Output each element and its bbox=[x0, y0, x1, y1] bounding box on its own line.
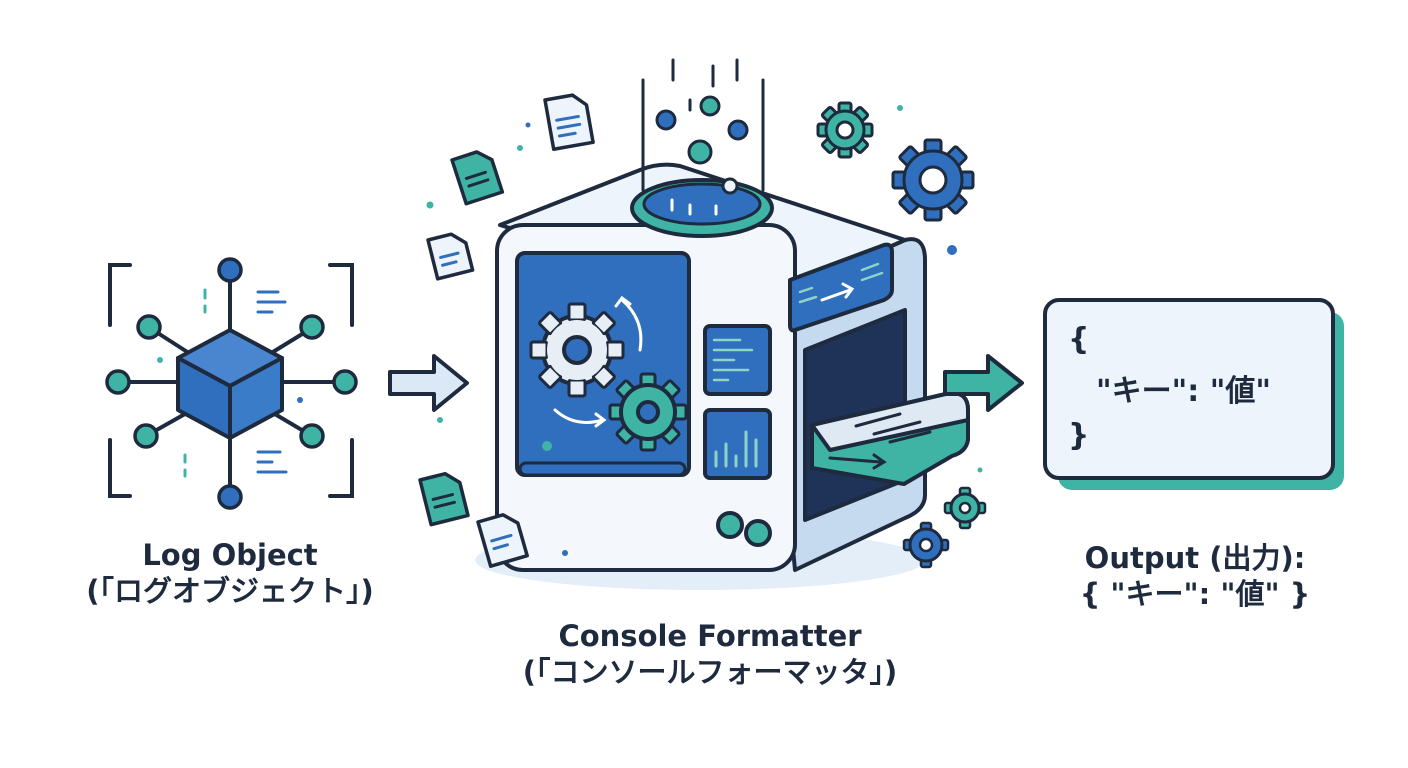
gear-icon bbox=[943, 486, 987, 530]
dot bbox=[297, 397, 303, 403]
log-object-label: Log Object (「ログオブジェクト」) bbox=[40, 537, 420, 610]
node-bottom-left bbox=[133, 423, 159, 449]
gear-icon bbox=[891, 138, 975, 222]
machine-button bbox=[744, 519, 772, 547]
node-top-left bbox=[136, 314, 162, 340]
node-bottom bbox=[217, 484, 243, 510]
formatter-title: Console Formatter bbox=[558, 619, 862, 653]
formatter-subtitle: (「コンソールフォーマッタ」) bbox=[522, 655, 898, 690]
progress-bar bbox=[518, 461, 687, 477]
gear-icon bbox=[902, 521, 950, 569]
indicator-dot bbox=[522, 441, 532, 451]
data-particle bbox=[655, 109, 677, 131]
log-object-title: Log Object bbox=[142, 538, 318, 572]
node-bottom-right bbox=[299, 423, 325, 449]
document-icon bbox=[426, 232, 475, 281]
formatter-machine-icon bbox=[475, 58, 970, 590]
sparkle-dots bbox=[426, 105, 983, 556]
dot bbox=[157, 357, 163, 363]
node-top bbox=[217, 257, 243, 283]
indicator-dot bbox=[562, 441, 572, 451]
output-box-icon bbox=[1043, 298, 1344, 490]
output-code-open-brace: { bbox=[1068, 322, 1090, 357]
node-top-right bbox=[299, 314, 325, 340]
frame-brackets bbox=[108, 263, 354, 498]
indicator-dot bbox=[542, 441, 552, 451]
arrow-right-icon bbox=[388, 354, 469, 412]
node-right bbox=[332, 369, 358, 395]
document-icon bbox=[418, 471, 470, 527]
cube-node-icon bbox=[176, 328, 284, 440]
data-particle bbox=[687, 139, 713, 165]
log-object-subtitle: (「ログオブジェクト」) bbox=[86, 574, 374, 609]
gear-icon bbox=[608, 372, 688, 452]
gear-icon bbox=[529, 302, 625, 398]
data-lines bbox=[256, 290, 288, 474]
output-subtitle: { "キー": "値" } bbox=[1079, 577, 1311, 612]
node-left bbox=[105, 369, 131, 395]
output-title: Output (出力): bbox=[1084, 541, 1306, 575]
machine-button bbox=[716, 511, 744, 539]
input-beam bbox=[641, 58, 765, 192]
document-icon bbox=[476, 513, 529, 568]
rotate-arrow-icon bbox=[620, 298, 643, 352]
output-code-close-brace: } bbox=[1068, 418, 1090, 453]
data-particle bbox=[699, 95, 721, 117]
gear-icon bbox=[816, 101, 874, 159]
document-icon bbox=[450, 150, 505, 206]
document-icon bbox=[543, 93, 595, 151]
output-box bbox=[1043, 298, 1335, 480]
data-particle bbox=[721, 177, 739, 195]
arrow-right-icon bbox=[943, 354, 1024, 412]
rotate-arrow-icon bbox=[553, 408, 605, 424]
output-code-line: "キー": "値" bbox=[1096, 374, 1271, 409]
code-panel bbox=[703, 324, 772, 396]
formatter-label: Console Formatter (「コンソールフォーマッタ」) bbox=[400, 618, 1020, 691]
chart-panel bbox=[703, 408, 772, 480]
output-label: Output (出力): { "キー": "値" } bbox=[1040, 540, 1350, 613]
side-display bbox=[788, 242, 894, 333]
data-particle bbox=[727, 119, 749, 141]
log-object-icon bbox=[105, 257, 358, 510]
